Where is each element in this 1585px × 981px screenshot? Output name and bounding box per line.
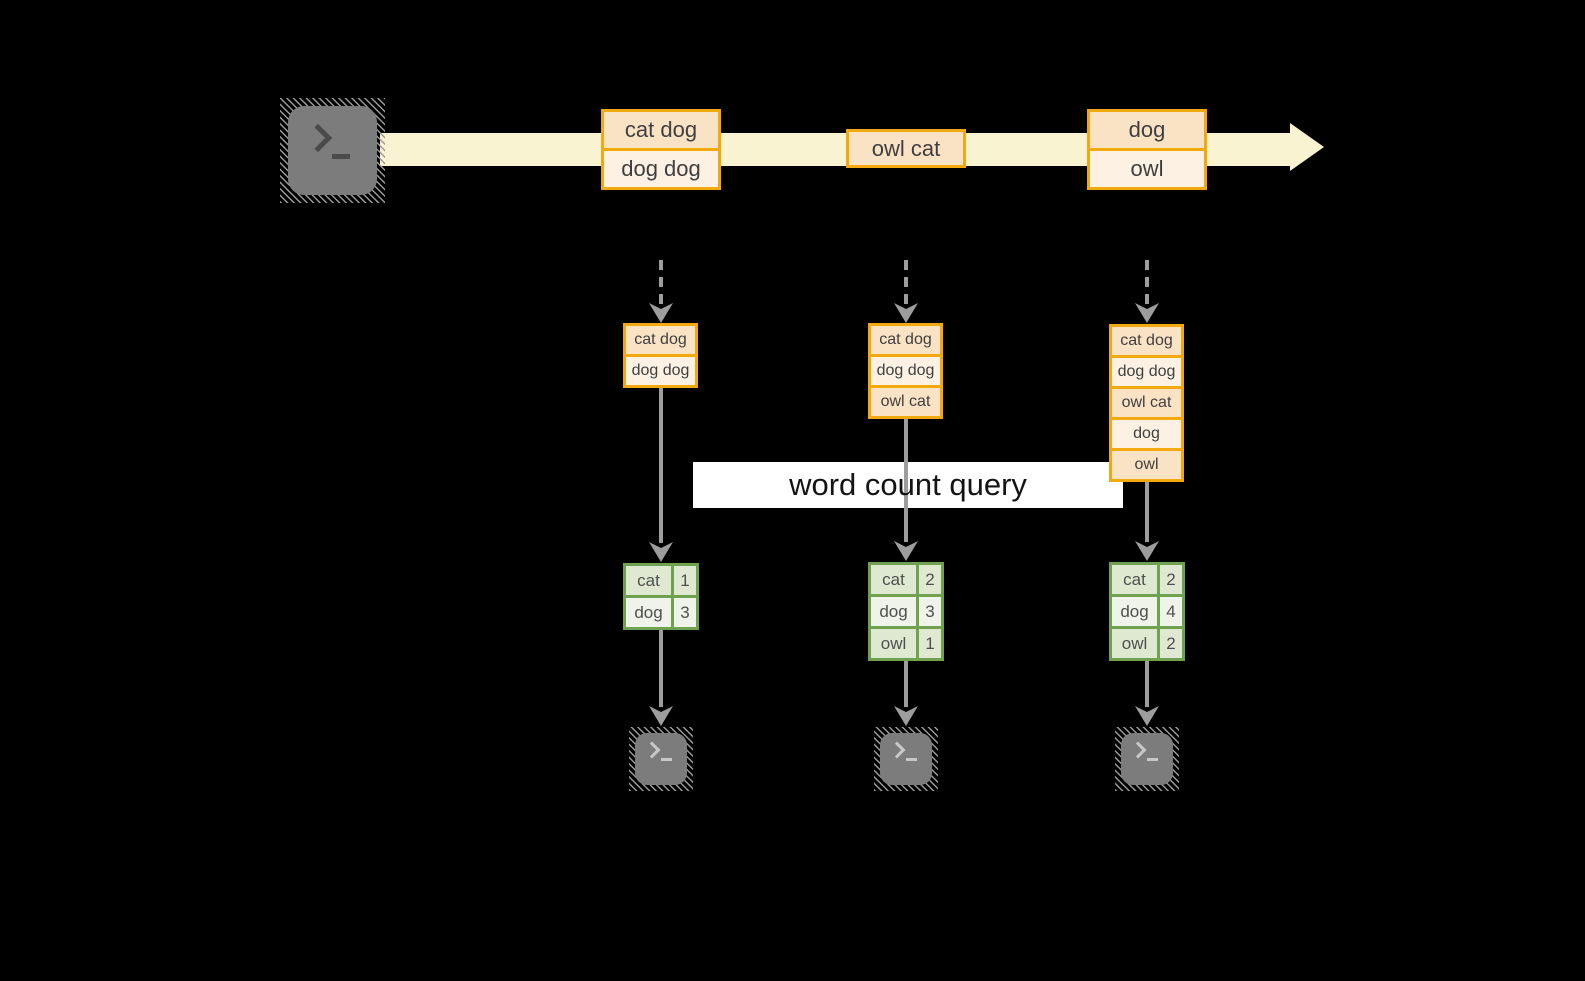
dashed-arrowhead-icon xyxy=(649,303,673,323)
stream-event-line: owl cat xyxy=(849,132,963,165)
prompt-cursor-icon xyxy=(1147,758,1158,761)
dashed-arrow xyxy=(1145,260,1149,304)
count-cell: 2 xyxy=(1157,629,1182,658)
state-row: cat dog xyxy=(626,326,695,354)
prompt-chevron-icon xyxy=(888,741,906,759)
count-cell: 2 xyxy=(1157,565,1182,594)
word-cell: owl xyxy=(871,629,916,658)
word-count-table: cat 1 dog 3 xyxy=(623,563,699,630)
count-cell: 3 xyxy=(671,598,696,627)
arrowhead-icon xyxy=(1135,541,1159,561)
word-count-table: cat 2 dog 3 owl 1 xyxy=(868,562,944,661)
table-row: dog 3 xyxy=(871,594,941,626)
consumer-terminal-icon xyxy=(1115,727,1179,791)
word-cell: cat xyxy=(1112,565,1157,594)
count-cell: 4 xyxy=(1157,597,1182,626)
count-cell: 3 xyxy=(916,597,941,626)
state-row: dog dog xyxy=(626,354,695,385)
state-row: cat dog xyxy=(871,326,940,354)
arrow xyxy=(1145,482,1149,542)
table-row: dog 3 xyxy=(626,595,696,627)
query-label-band xyxy=(693,462,1123,508)
word-cell: dog xyxy=(871,597,916,626)
arrowhead-icon xyxy=(649,706,673,726)
arrowhead-icon xyxy=(1135,706,1159,726)
word-cell: cat xyxy=(626,566,671,595)
stream-event-line: dog xyxy=(1090,112,1204,148)
prompt-cursor-icon xyxy=(332,154,350,159)
count-cell: 2 xyxy=(916,565,941,594)
state-row: owl cat xyxy=(1112,386,1181,417)
prompt-chevron-icon xyxy=(303,123,333,153)
dashed-arrowhead-icon xyxy=(1135,303,1159,323)
arrowhead-icon xyxy=(649,542,673,562)
stream-event-box: owl cat xyxy=(846,129,966,168)
prompt-chevron-icon xyxy=(1129,741,1147,759)
table-row: cat 2 xyxy=(1112,565,1182,594)
stream-event-box: dog owl xyxy=(1087,109,1207,190)
arrowhead-icon xyxy=(894,541,918,561)
query-label: word count query xyxy=(789,467,1027,502)
word-cell: dog xyxy=(626,598,671,627)
state-stack: cat dog dog dog owl cat dog owl xyxy=(1109,324,1184,482)
arrow xyxy=(904,419,908,542)
source-terminal-icon xyxy=(280,98,385,203)
arrow xyxy=(659,630,663,707)
word-cell: owl xyxy=(1112,629,1157,658)
terminal-body xyxy=(635,733,687,785)
arrow xyxy=(1145,661,1149,707)
table-row: cat 1 xyxy=(626,566,696,595)
terminal-body xyxy=(288,106,377,195)
table-row: dog 4 xyxy=(1112,594,1182,626)
state-row: dog xyxy=(1112,417,1181,448)
stream-event-line: dog dog xyxy=(604,148,718,187)
consumer-terminal-icon xyxy=(629,727,693,791)
prompt-cursor-icon xyxy=(661,758,672,761)
word-cell: cat xyxy=(871,565,916,594)
stream-arrowhead-icon xyxy=(1290,123,1324,171)
table-row: owl 1 xyxy=(871,626,941,658)
state-stack: cat dog dog dog owl cat xyxy=(868,323,943,419)
dashed-arrow xyxy=(659,260,663,304)
count-cell: 1 xyxy=(916,629,941,658)
word-count-table: cat 2 dog 4 owl 2 xyxy=(1109,562,1185,661)
arrowhead-icon xyxy=(894,706,918,726)
dashed-arrowhead-icon xyxy=(894,303,918,323)
consumer-terminal-icon xyxy=(874,727,938,791)
stream-event-line: cat dog xyxy=(604,112,718,148)
terminal-body xyxy=(880,733,932,785)
stream-event-line: owl xyxy=(1090,148,1204,187)
arrow xyxy=(904,661,908,707)
state-stack: cat dog dog dog xyxy=(623,323,698,388)
table-row: owl 2 xyxy=(1112,626,1182,658)
state-row: owl cat xyxy=(871,385,940,416)
dashed-arrow xyxy=(904,260,908,304)
stream-event-box: cat dog dog dog xyxy=(601,109,721,190)
count-cell: 1 xyxy=(671,566,696,595)
arrow xyxy=(659,388,663,543)
terminal-body xyxy=(1121,733,1173,785)
table-row: cat 2 xyxy=(871,565,941,594)
state-row: owl xyxy=(1112,448,1181,479)
prompt-cursor-icon xyxy=(906,758,917,761)
state-row: dog dog xyxy=(1112,355,1181,386)
state-row: cat dog xyxy=(1112,327,1181,355)
prompt-chevron-icon xyxy=(643,741,661,759)
state-row: dog dog xyxy=(871,354,940,385)
word-cell: dog xyxy=(1112,597,1157,626)
